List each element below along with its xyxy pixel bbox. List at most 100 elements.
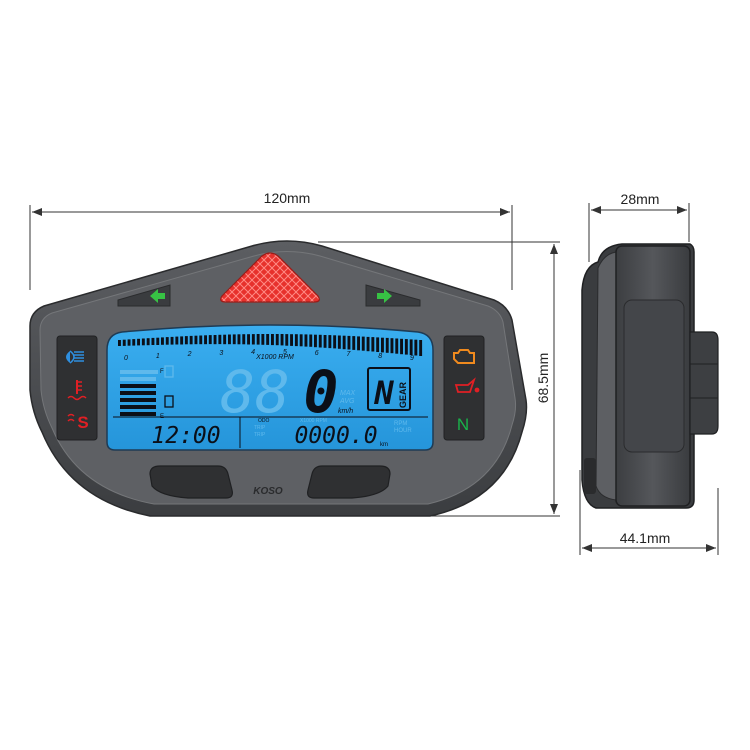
rpm-bar-segment xyxy=(409,339,413,356)
rpm-bar-segment xyxy=(137,338,140,346)
rpm-bar-segment xyxy=(261,334,265,345)
shift-light-icon xyxy=(220,252,320,303)
rpm-bar-segment xyxy=(314,334,317,348)
rpm-bar-segment xyxy=(414,339,418,356)
rpm-bar-segment xyxy=(251,334,255,345)
rpm-tick-label: 5 xyxy=(283,349,287,356)
rpm-bar-segment xyxy=(371,337,375,352)
rpm-tick-label: 8 xyxy=(378,353,382,360)
rpm-bar-segment xyxy=(342,335,346,350)
s-warning-text: S xyxy=(77,413,88,432)
fuel-bar xyxy=(120,391,156,395)
rpm-bar-segment xyxy=(223,334,227,345)
total-depth-dimension xyxy=(579,470,719,555)
rpm-bar-segment xyxy=(323,335,327,348)
odometer-display: 0000.0 xyxy=(294,423,377,449)
gauge-side-view xyxy=(581,243,719,509)
gear-indicator: N xyxy=(373,374,394,412)
rpm-bar-segment xyxy=(122,339,126,346)
rpm-unit-label: X1000 RPM xyxy=(255,354,294,361)
rpm-tick-label: 9 xyxy=(410,355,414,362)
coolant-temp-icon xyxy=(67,380,87,401)
arrow-right-icon xyxy=(677,206,687,214)
rpm-bar-segment xyxy=(141,338,145,346)
arrow-left-icon xyxy=(591,206,601,214)
rpm-bar-segment xyxy=(309,334,313,347)
rpm-bar-segment xyxy=(275,334,279,346)
rpm-tick-label: 4 xyxy=(251,349,255,356)
fuel-bar xyxy=(120,398,156,402)
fuel-bar xyxy=(120,370,158,374)
rpm-bar-segment xyxy=(247,334,250,345)
odometer-unit: km xyxy=(380,442,388,448)
rpm-bar-segment xyxy=(189,335,193,345)
height-dimension xyxy=(318,241,560,517)
rpm-bar-segment xyxy=(127,339,131,346)
rpm-bar-segment xyxy=(194,335,198,345)
rpm-bar-segment xyxy=(271,334,274,346)
arrow-right-icon xyxy=(706,544,716,552)
rpm-bar-segment xyxy=(333,335,337,349)
left-button[interactable] xyxy=(149,465,233,499)
rpm-bar-segment xyxy=(337,335,341,349)
rpm-bar-segment xyxy=(400,338,403,355)
fuel-bar xyxy=(120,377,156,381)
rpm-bar-segment xyxy=(156,337,160,345)
rpm-bar-segment xyxy=(299,334,303,347)
neutral-indicator: N xyxy=(457,415,469,434)
speed-ghost-digits: 88 xyxy=(220,358,290,426)
right-turn-housing xyxy=(365,284,421,307)
rpm-bar-segment xyxy=(328,335,332,349)
rpm-bar-segment xyxy=(419,340,423,356)
rpm-bar-segment xyxy=(170,336,174,345)
rpm-bar-segment xyxy=(280,334,284,346)
side-panel xyxy=(623,299,685,453)
rpm-tick-label: 2 xyxy=(187,351,192,358)
speed-unit: km/h xyxy=(338,408,353,415)
rpm-bar-segment xyxy=(294,334,298,347)
width-dimension xyxy=(29,205,513,290)
s-warning-icon: S xyxy=(67,413,89,432)
rpm-bar-segment xyxy=(266,334,270,345)
arrow-left-icon xyxy=(32,208,42,216)
rpm-tick-label: 6 xyxy=(315,350,319,357)
trip-label: TRIP xyxy=(254,425,266,431)
rpm-bar-segment xyxy=(237,334,241,345)
rpm-bar-graph xyxy=(118,334,423,356)
left-turn-signal-icon xyxy=(150,289,165,303)
rpm-bar-segment xyxy=(165,337,169,345)
height-label: 68.5mm xyxy=(535,353,551,404)
avg-label: AVG xyxy=(339,398,355,405)
oil-pressure-icon xyxy=(454,377,480,393)
lcd-screen xyxy=(106,324,434,451)
arrow-right-icon xyxy=(500,208,510,216)
gear-label: GEAR xyxy=(398,381,408,408)
clock-display: 12:00 xyxy=(151,423,220,449)
fuel-full-label: F xyxy=(160,369,164,375)
rpm-bar-segment xyxy=(175,336,179,345)
rpm-bar-segment xyxy=(151,337,155,345)
speed-digit: 0 xyxy=(304,358,339,426)
fuel-bar xyxy=(120,405,156,409)
rpm-bar-segment xyxy=(376,337,380,352)
depth-label: 28mm xyxy=(621,191,660,207)
brand-logo: KOSO xyxy=(253,486,283,497)
rpm-bar-segment xyxy=(161,337,164,345)
right-button[interactable] xyxy=(307,465,391,499)
rpm-bar-segment xyxy=(256,334,260,345)
rpm-bar-segment xyxy=(385,337,389,353)
rpm-bar-segment xyxy=(285,334,289,346)
rpm-bar-segment xyxy=(146,338,150,346)
rpm-bar-segment xyxy=(318,334,322,348)
mount-bracket xyxy=(689,331,719,435)
rpm-bar-segment xyxy=(357,336,360,351)
arrow-up-icon xyxy=(550,244,558,254)
rpm-bar-segment xyxy=(204,335,207,345)
fuel-pump-ghost-icon xyxy=(164,365,174,378)
rpm-bar-segment xyxy=(228,334,231,345)
trip-label: TRIP xyxy=(254,432,266,438)
depth-dimension xyxy=(588,203,690,262)
sub-rpm-label: X1000 RPM xyxy=(300,418,327,424)
